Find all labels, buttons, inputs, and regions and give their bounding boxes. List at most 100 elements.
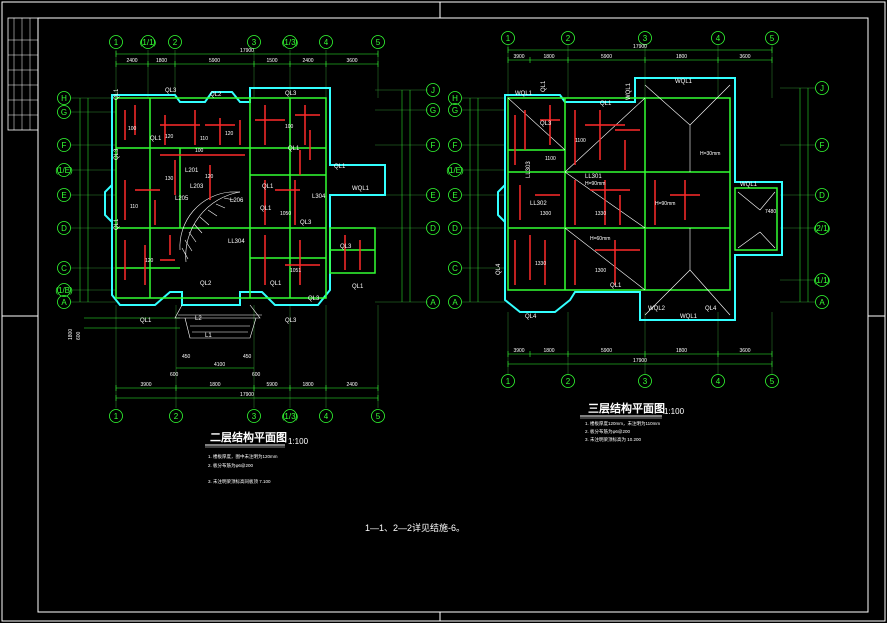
plan2-beam-label-21: QL1 (140, 318, 152, 324)
plan3-left-axis-5: D (448, 221, 462, 235)
plan2-slab-value-2: 110 (200, 136, 208, 142)
plan3-right-axis-5: A (815, 295, 829, 309)
plan3-note-2: 2. 板分布筋为φ6@200 (585, 428, 630, 435)
plan3-bottom-dim-0: 3900 (513, 348, 524, 354)
plan2-right-axis-0-label: J (431, 86, 435, 95)
plan3-roof-hips (507, 84, 776, 316)
plan2-note-2: 2. 板分布筋为φ6@200 (208, 462, 253, 469)
plan3-bottom-axis-1: 2 (561, 374, 575, 388)
plan2-beam-label-13: L304 (312, 194, 326, 200)
plan3-top-axis-2-label: 3 (643, 34, 648, 43)
plan3-roof-label-3: H=90mm (655, 201, 675, 207)
plan2-right-axis-2: F (426, 138, 440, 152)
plan3-right-axis-0-label: J (820, 84, 824, 93)
plan2-bottom-total: 17900 (240, 392, 254, 398)
plan2-top-dim-2: 5900 (209, 58, 220, 64)
plan3-bottom-dim-4: 3600 (739, 348, 750, 354)
plan2-left-axis-2-label: F (62, 141, 67, 150)
plan3-top-axis-4-label: 5 (770, 34, 775, 43)
plan3-left-axis-6: C (448, 261, 462, 275)
plan2-right-axis-3-label: E (430, 191, 435, 200)
plan2-left-axis-1: G (57, 105, 71, 119)
plan3-beam-label-3: WQL1 (626, 82, 632, 100)
plan2-stair (179, 191, 241, 263)
plan2-top-dim-4: 2400 (302, 58, 313, 64)
plan2-bottom-axis-0-label: 1 (114, 412, 119, 421)
plan3-slab-value-3: 1100 (545, 156, 556, 162)
plan2-right-axis-4-label: D (430, 224, 436, 233)
plan2-slab-value-7: 110 (130, 204, 138, 210)
plan3-beam-label-9: QL4 (496, 263, 502, 275)
plan3-left-axis-4: E (448, 188, 462, 202)
plan2-top-axis-5-label: 4 (324, 38, 329, 47)
plan2-left-axis-0-label: H (61, 94, 67, 103)
plan3-right-axis-4-label: (1/1) (814, 276, 831, 285)
plan3-wall-outline (497, 77, 783, 321)
plan2-top-axis-3: 3 (247, 35, 261, 49)
plan2-right-axis-2-label: F (431, 141, 436, 150)
plan3-roof-label-0: H=30mm (700, 151, 720, 157)
plan2-bottom-axis-3: (1/3) (282, 409, 299, 423)
plan2-entry-porch (174, 304, 262, 339)
plan2-right-axis-1-label: G (430, 106, 436, 115)
plan2-bottom-axis-3-label: (1/3) (282, 412, 299, 421)
plan2-slab-value-0: 100 (128, 126, 137, 132)
inner-frame (37, 17, 869, 613)
plan2-notes: 1. 楼板厚度，图中未注明为120mm 2. 板分布筋为φ6@200 3. 未注… (208, 453, 278, 485)
plan2-left-axis-5-label: D (61, 224, 67, 233)
plan3-title: 三层结构平面图 (588, 401, 665, 415)
plan3-left-axis-6-label: C (452, 264, 458, 273)
plan2-beam-label-17: WQL1 (352, 186, 370, 192)
plan3-grid-lines (462, 45, 815, 375)
plan3-beam-label-7: LL302 (530, 201, 547, 207)
plan3-right-axis-5-label: A (819, 298, 825, 307)
plan3-bottom-axis-0: 1 (501, 374, 515, 388)
plan3-left-axis-7: A (448, 295, 462, 309)
plan3-bottom-axis-4-label: 5 (770, 377, 775, 386)
plan2-top-axis-1-label: (1/1) (140, 38, 157, 47)
plan3-beam-label-12: WQL2 (648, 306, 666, 312)
plan2-top-axis-6: 5 (371, 35, 385, 49)
plan2-top-axis-6-label: 5 (376, 38, 381, 47)
plan3-left-axis-0: H (448, 91, 462, 105)
plan3-top-dim-3: 1800 (676, 54, 687, 60)
plan2-bottom-axis-5: 5 (371, 409, 385, 423)
plan3-left-axis-5-label: D (452, 224, 458, 233)
plan2-beam-label-5: QL1 (114, 218, 120, 230)
plan2-right-axis-0: J (426, 83, 440, 97)
plan2-left-axis-6: C (57, 261, 71, 275)
plan2-left-axis-0: H (57, 91, 71, 105)
plan2-bottom-axis-1: 2 (169, 409, 183, 423)
plan2-side-dim-a: 1800 (68, 329, 74, 340)
plan3-bottom-axis-2-label: 3 (643, 377, 648, 386)
plan2-top-axis-4-label: (1/3) (282, 38, 299, 47)
plan2-left-axis-6-label: C (61, 264, 67, 273)
reference-note: 1—1、2—2详见结施-6。 (365, 522, 465, 533)
plan2-beam-label-12: QL1 (260, 206, 272, 212)
plan2-beam-label-19: QL2 (200, 281, 212, 287)
plan3-roof-label-1: H=90mm (585, 181, 605, 187)
plan2-bottom-axis-4: 4 (319, 409, 333, 423)
plan2-left-axis-8-label: A (61, 298, 67, 307)
plan2-bottom-dim-0: 3900 (140, 382, 151, 388)
plan2-slab-value-8: 120 (145, 258, 154, 264)
plan2-beam-label-14: QL1 (288, 146, 300, 152)
plan3-beam-label-2: QL1 (541, 80, 547, 92)
plan2-top-axis-3-label: 3 (252, 38, 257, 47)
plan2-beam-label-18: QL1 (270, 281, 282, 287)
plan3-bottom-axis-2: 3 (638, 374, 652, 388)
plan3-beam-label-15: QL4 (705, 306, 717, 312)
plan3-roof-label-4: 7480 (765, 209, 776, 215)
plan2-beam-label-0: QL3 (165, 88, 177, 94)
plan2-beam-label-9: L205 (175, 196, 189, 202)
plan2-top-axis-2-label: 2 (173, 38, 178, 47)
plan3-left-axis-0-label: H (452, 94, 458, 103)
plan3-top-dim-1: 1800 (543, 54, 554, 60)
plan3-slab-value-4: 1300 (540, 211, 551, 217)
plan2-note-3: 3. 未注明梁顶标高同板顶 7.100 (208, 478, 271, 485)
plan3-slab-value-5: 1330 (595, 211, 606, 217)
plan2-left-axis-3: (1/E) (55, 163, 73, 177)
